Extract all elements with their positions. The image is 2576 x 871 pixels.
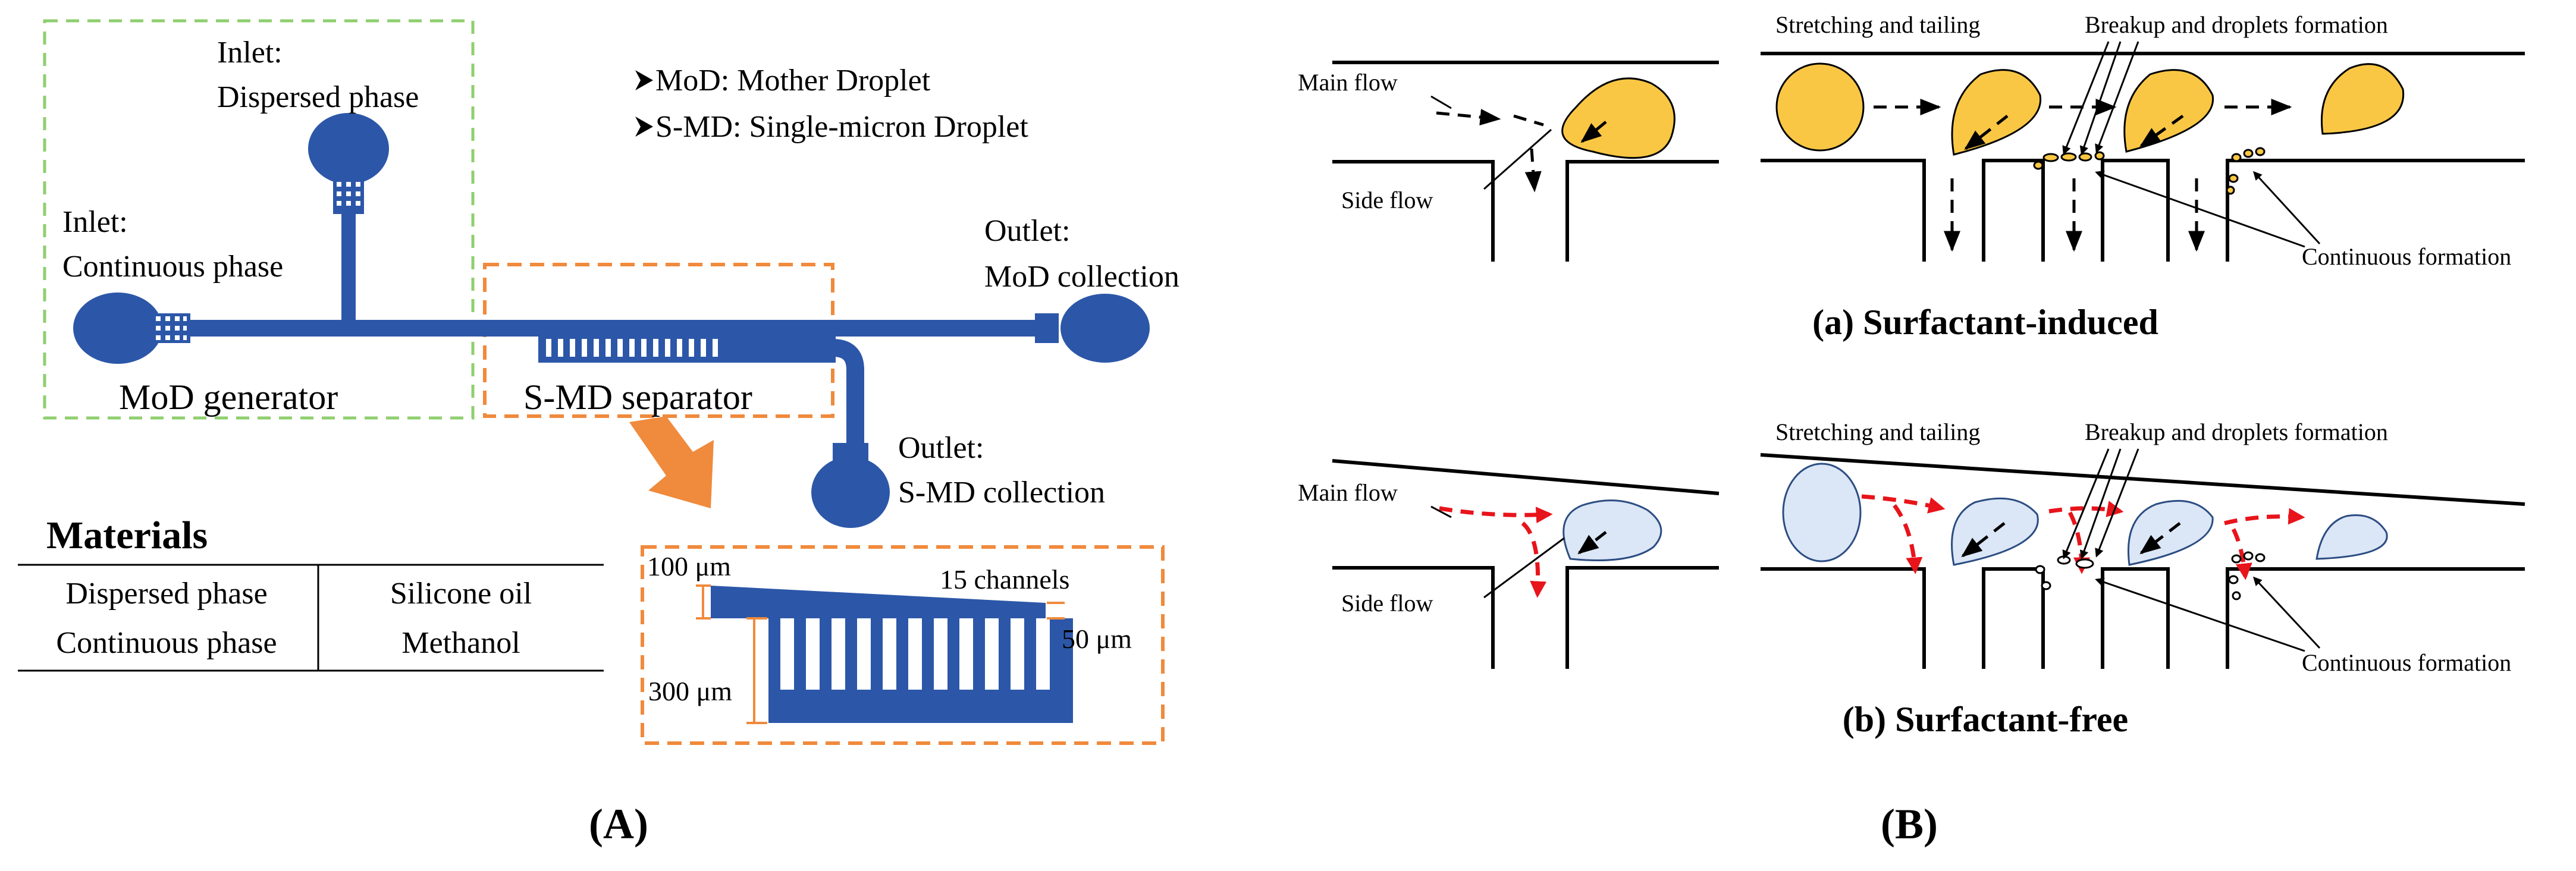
continuous-formation-label: Continuous formation <box>2302 649 2511 676</box>
materials-title: Materials <box>46 514 208 557</box>
legend: MoD: Mother Droplet S-MD: Single-micron … <box>635 64 1028 144</box>
surfactant-induced-title: (a) Surfactant-induced <box>1812 303 2158 342</box>
surfactant-free-title: (b) Surfactant-free <box>1843 700 2128 739</box>
mod-generator-box <box>43 19 475 420</box>
materials-row-phase: Dispersed phase <box>65 577 267 611</box>
materials-row-material: Methanol <box>401 626 520 660</box>
dim-50um: 50 μm <box>1062 624 1132 654</box>
panel-a-label: (A) <box>589 800 648 848</box>
channels-count-label: 15 channels <box>940 564 1069 595</box>
surfactant-free-diagram: Main flow Side flow <box>1298 419 2525 739</box>
inlet-continuous-line2: Continuous phase <box>62 250 283 284</box>
legend-mod: MoD: Mother Droplet <box>655 64 931 98</box>
inlet-dispersed-line1: Inlet: <box>217 36 283 70</box>
stretching-label: Stretching and tailing <box>1775 419 1980 445</box>
separator-inset: 100 μm 50 μm 300 μm 15 channels <box>641 545 1165 745</box>
materials-row-material: Silicone oil <box>390 577 532 611</box>
continuous-formation-label: Continuous formation <box>2302 243 2511 270</box>
materials-row-phase: Continuous phase <box>56 626 277 660</box>
side-flow-label: Side flow <box>1341 590 1433 617</box>
continuous-inlet-reservoir <box>73 293 162 364</box>
dim-100um: 100 μm <box>647 551 731 581</box>
inlet-dispersed-line2: Dispersed phase <box>217 80 419 114</box>
dim-300um: 300 μm <box>648 676 732 706</box>
mod-generator-label: MoD generator <box>119 378 338 417</box>
breakup-label: Breakup and droplets formation <box>2085 419 2388 445</box>
side-flow-label: Side flow <box>1341 187 1433 213</box>
surfactant-induced-diagram: Main flow Side flow <box>1298 11 2525 342</box>
microfluidic-chip <box>73 113 1150 528</box>
breakup-label: Breakup and droplets formation <box>2085 11 2388 38</box>
inlet-continuous-line1: Inlet: <box>62 205 128 239</box>
main-flow-label: Main flow <box>1298 69 1398 96</box>
arrowhead-bullet-icon <box>635 70 653 90</box>
legend-smd: S-MD: Single-micron Droplet <box>655 110 1028 144</box>
outlet-smd-line1: Outlet: <box>898 431 984 465</box>
smd-separator-label: S-MD separator <box>523 378 752 417</box>
outlet-smd-line2: S-MD collection <box>898 476 1105 510</box>
materials-table: Materials Dispersed phase Silicone oil C… <box>18 514 604 672</box>
outlet-mod-line2: MoD collection <box>984 260 1179 294</box>
smd-outlet-reservoir <box>811 457 890 528</box>
stretching-label: Stretching and tailing <box>1775 11 1980 38</box>
panel-b-label: (B) <box>1881 800 1938 848</box>
zoom-arrow-icon <box>629 416 714 508</box>
outlet-mod-line1: Outlet: <box>984 214 1070 248</box>
panel-b: Main flow Side flow <box>1298 11 2525 848</box>
mod-outlet-reservoir <box>1060 294 1150 363</box>
panel-a: MoD: Mother Droplet S-MD: Single-micron … <box>18 19 1179 848</box>
arrowhead-bullet-icon <box>635 117 653 137</box>
main-flow-label: Main flow <box>1298 479 1398 506</box>
dispersed-inlet-reservoir <box>308 113 389 184</box>
